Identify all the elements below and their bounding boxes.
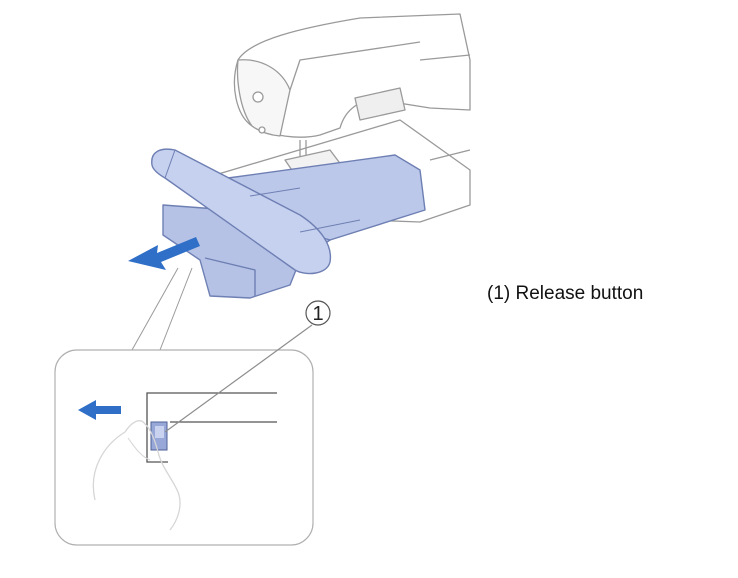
pull-arrow-icon [128, 237, 200, 270]
detail-inset [54, 349, 314, 546]
callout-leader [164, 324, 313, 433]
embroidery-unit-illustration [151, 148, 426, 299]
hand-illustration [92, 420, 181, 531]
small-arrow-icon [78, 400, 121, 420]
callout-marker-number: 1 [312, 303, 323, 325]
callout-marker [305, 300, 331, 326]
detail-leader-lines [131, 267, 193, 351]
release-button-legend: (1) Release button [487, 283, 644, 304]
